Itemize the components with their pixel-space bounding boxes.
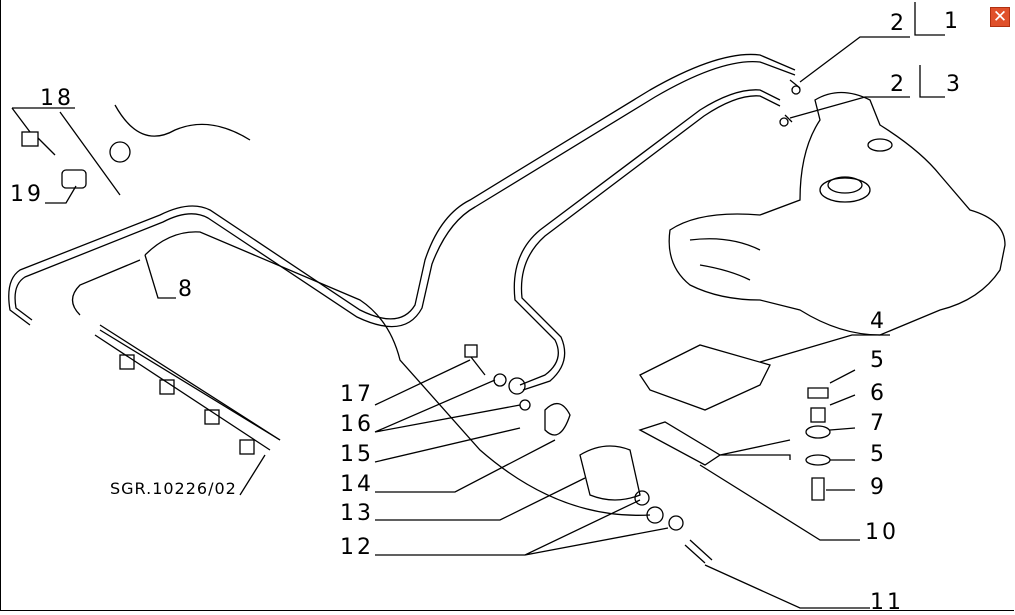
callout-11: 11 xyxy=(870,590,904,615)
fuel-pipes xyxy=(8,53,796,516)
callout-12: 12 xyxy=(340,535,374,560)
drawing-code: SGR.10226/02 xyxy=(110,479,237,498)
callout-1: 1 xyxy=(944,9,961,34)
callout-5-top: 5 xyxy=(870,348,887,373)
callout-10: 10 xyxy=(865,520,899,545)
callout-16: 16 xyxy=(340,412,374,437)
callout-6: 6 xyxy=(870,381,887,406)
callout-4: 4 xyxy=(870,309,887,334)
callout-2-lower: 2 xyxy=(890,72,907,97)
callout-8: 8 xyxy=(178,277,195,302)
callout-2-top: 2 xyxy=(890,11,907,36)
callout-leaders xyxy=(11,2,945,609)
callout-17: 17 xyxy=(340,382,374,407)
callout-18: 18 xyxy=(40,86,74,111)
close-button[interactable]: ✕ xyxy=(990,7,1010,27)
callout-9: 9 xyxy=(870,475,887,500)
callout-19: 19 xyxy=(10,182,44,207)
fuel-tank xyxy=(668,91,1006,336)
callout-14: 14 xyxy=(340,472,374,497)
callout-13: 13 xyxy=(340,501,374,526)
callout-3: 3 xyxy=(946,72,963,97)
close-icon: ✕ xyxy=(992,7,1008,27)
callout-15: 15 xyxy=(340,442,374,467)
callout-5-bottom: 5 xyxy=(870,442,887,467)
callout-7: 7 xyxy=(870,411,887,436)
